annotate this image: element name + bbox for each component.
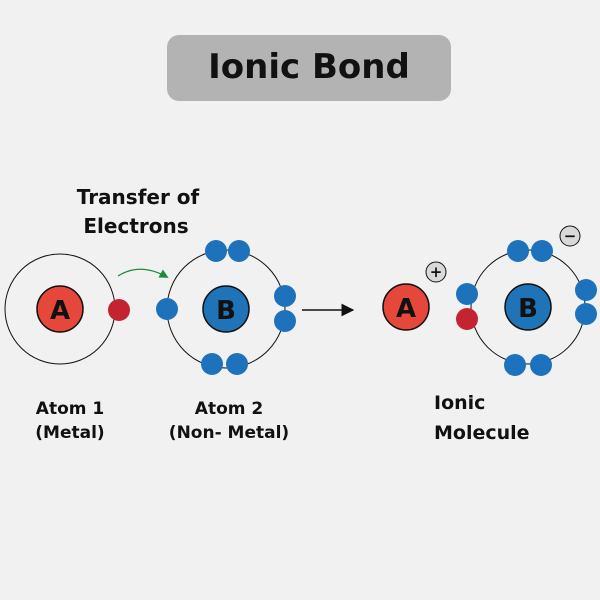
anion-electron: [504, 354, 526, 376]
atom-2-label-line2: (Non- Metal): [169, 423, 289, 443]
negative-charge-badge: [559, 225, 581, 247]
atom-2-electron: [156, 298, 178, 320]
anion-electron: [575, 303, 597, 325]
negative-charge-sign: −: [564, 227, 577, 245]
anion-b: B −: [456, 225, 597, 376]
atom-2-electron: [274, 310, 296, 332]
transfer-label: Transfer of Electrons: [77, 185, 200, 238]
transfer-label-line2: Electrons: [83, 214, 188, 238]
title-pill: Ionic Bond: [167, 35, 451, 101]
atom-2-electron: [228, 240, 250, 262]
anion-symbol: B: [518, 294, 538, 324]
atom-2-electron: [205, 240, 227, 262]
anion-nucleus: [504, 283, 552, 331]
atom-2-nucleus: [202, 285, 250, 333]
atom-1-valence-electron: [108, 299, 130, 321]
anion-electron: [530, 354, 552, 376]
product-label-line1: Ionic: [434, 392, 485, 414]
title-pill-background: [167, 35, 451, 101]
atom-2-symbol: B: [216, 296, 236, 326]
atom-2-electron: [226, 353, 248, 375]
cation-symbol: A: [396, 294, 416, 324]
anion-electron: [575, 279, 597, 301]
positive-charge-sign: +: [430, 263, 443, 281]
atom-1: A: [4, 253, 130, 365]
atom-2-label-line1: Atom 2: [195, 399, 263, 419]
transfer-arrow: [117, 268, 169, 278]
transferred-electron: [456, 308, 478, 330]
atom-1-label-line1: Atom 1: [36, 399, 104, 419]
atom-1-label: Atom 1 (Metal): [35, 399, 104, 443]
atom-2-electron: [201, 353, 223, 375]
anion-electron: [507, 240, 529, 262]
atom-1-label-line2: (Metal): [35, 423, 104, 443]
atom-1-nucleus: [36, 285, 84, 333]
atom-2-label: Atom 2 (Non- Metal): [169, 399, 289, 443]
transfer-label-line1: Transfer of: [77, 185, 200, 209]
positive-charge-badge: [425, 261, 447, 283]
atom-2: B: [156, 240, 296, 375]
product-label: Ionic Molecule: [434, 392, 530, 444]
atom-1-symbol: A: [50, 296, 70, 326]
diagram-title: Ionic Bond: [208, 47, 410, 87]
cation-nucleus: [382, 283, 430, 331]
anion-electron: [531, 240, 553, 262]
product-label-line2: Molecule: [434, 422, 530, 444]
anion-electron: [456, 283, 478, 305]
cation-a: A +: [382, 261, 447, 331]
atom-2-electron: [274, 285, 296, 307]
